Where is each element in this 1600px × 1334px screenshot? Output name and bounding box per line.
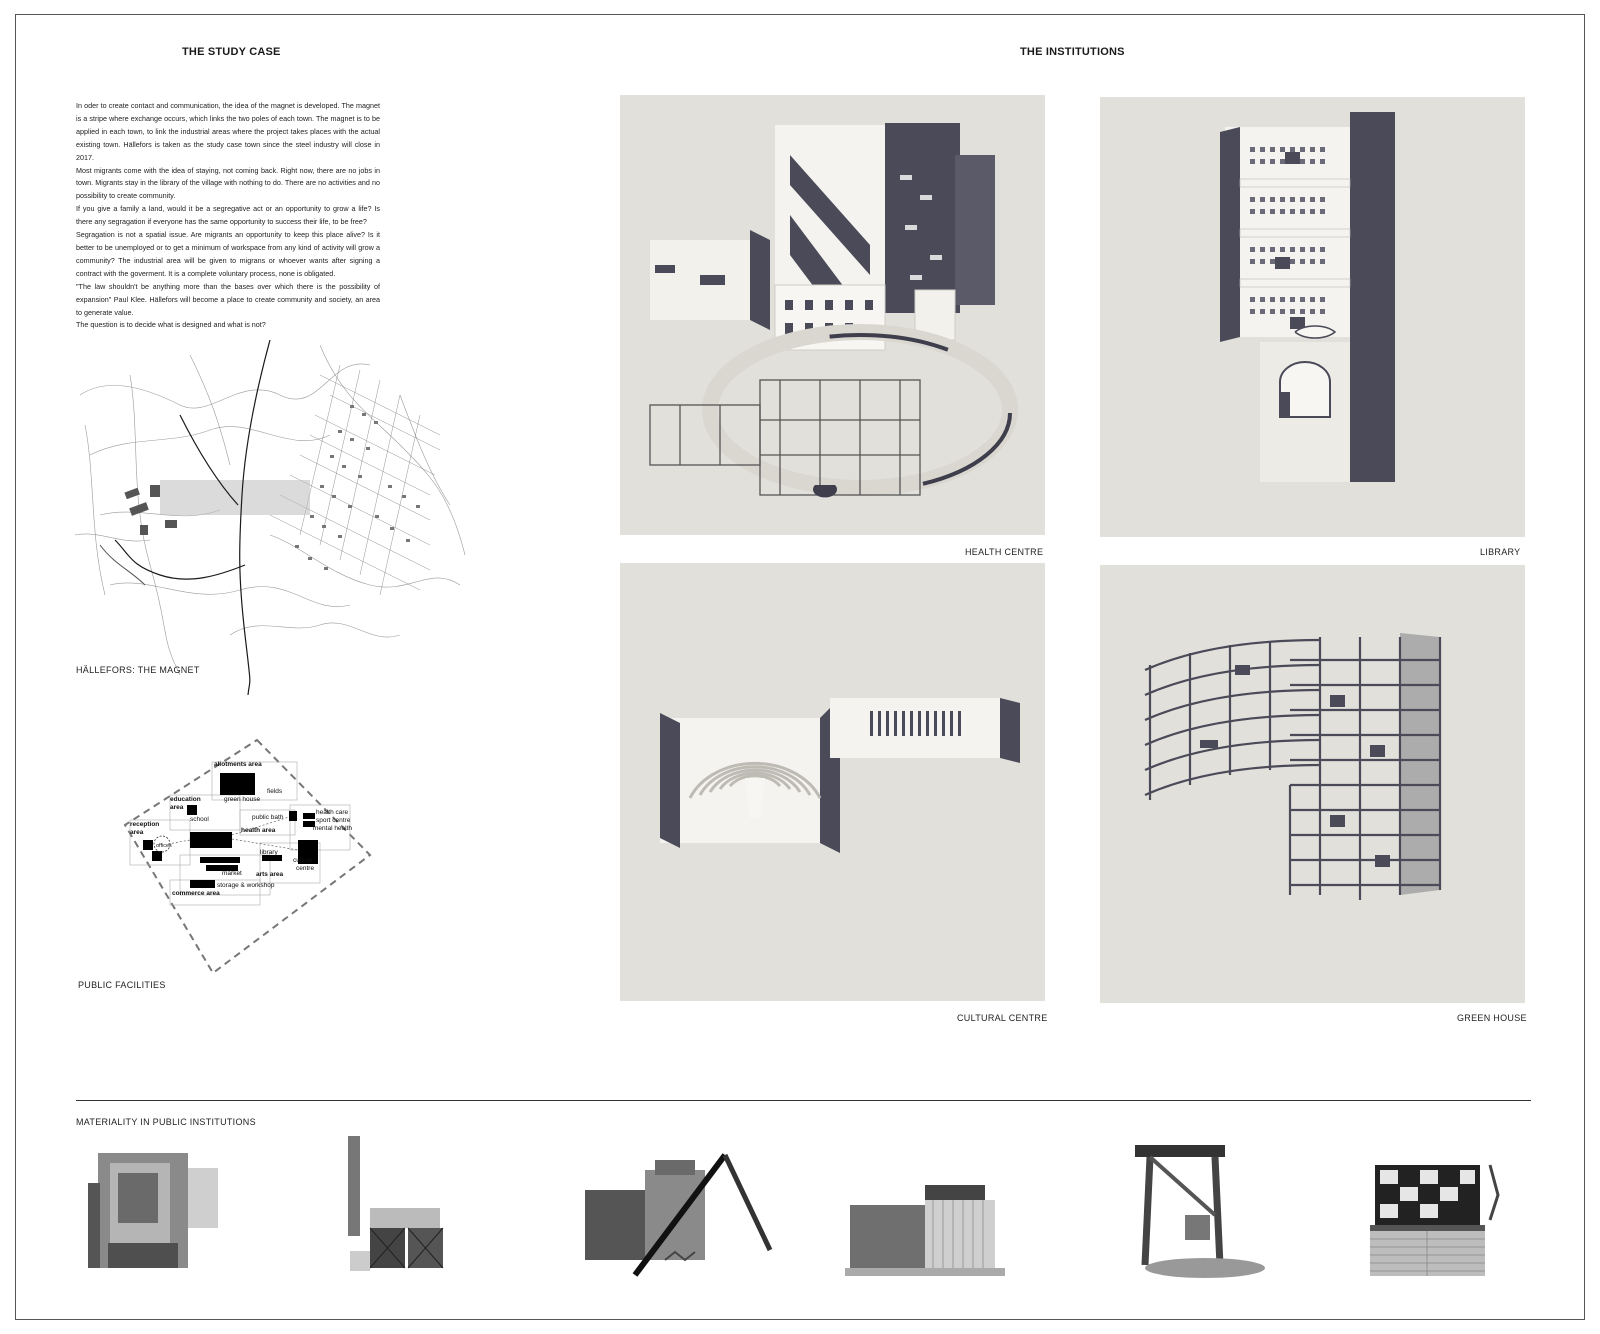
health-centre-caption: HEALTH CENTRE bbox=[965, 547, 1044, 557]
diagram-label: health area bbox=[241, 827, 276, 834]
map-caption: HÄLLEFORS: THE MAGNET bbox=[76, 665, 200, 675]
materiality-photo bbox=[1370, 1164, 1500, 1276]
diagram-label: area bbox=[130, 829, 144, 836]
materiality-photo bbox=[88, 1153, 218, 1268]
diagram-label: allotments area bbox=[214, 761, 262, 768]
diagram-label: education bbox=[170, 796, 201, 803]
diagram-label: mental health bbox=[313, 825, 352, 832]
intro-paragraph: In oder to create contact and communicat… bbox=[76, 101, 380, 162]
intro-text: In oder to create contact and communicat… bbox=[76, 100, 380, 332]
institutions-heading: THE INSTITUTIONS bbox=[1020, 46, 1125, 58]
diagram-label: library bbox=[260, 849, 278, 856]
diagram-label: health care bbox=[316, 809, 349, 816]
intro-paragraph: "The law shouldn't be anything more than… bbox=[76, 281, 380, 317]
cultural-centre-render bbox=[620, 563, 1045, 1001]
diagram-label: commerce area bbox=[172, 890, 220, 897]
intro-paragraph: Segragation is not a spatial issue. Are … bbox=[76, 230, 380, 278]
diagram-label: culture bbox=[293, 857, 313, 864]
diagram-label: offices bbox=[156, 843, 172, 849]
intro-paragraph: If you give a family a land, would it be… bbox=[76, 204, 380, 227]
library-caption: LIBRARY bbox=[1480, 547, 1521, 557]
health-centre-render bbox=[620, 95, 1045, 535]
materiality-photo bbox=[1135, 1145, 1265, 1278]
materiality-photo bbox=[348, 1136, 444, 1271]
intro-paragraph: Most migrants come with the idea of stay… bbox=[76, 165, 380, 201]
green-house-caption: GREEN HOUSE bbox=[1457, 1013, 1527, 1023]
diagram-caption: PUBLIC FACILITIES bbox=[78, 980, 166, 990]
diagram-label: centre bbox=[296, 865, 314, 872]
diagram-label: sport centre bbox=[316, 817, 351, 824]
library-render bbox=[1100, 97, 1525, 537]
diagram-label: fields bbox=[267, 788, 283, 795]
study-case-heading: THE STUDY CASE bbox=[182, 46, 281, 58]
magnet-stripe bbox=[160, 480, 310, 515]
diagram-label: storage & workshop bbox=[217, 882, 275, 889]
town-map bbox=[74, 339, 466, 696]
section-divider bbox=[76, 1100, 1531, 1101]
poster-frame bbox=[15, 14, 1585, 1320]
diagram-label: green house bbox=[224, 796, 261, 803]
diagram-label: market bbox=[222, 870, 242, 877]
materiality-heading: MATERIALITY IN PUBLIC INSTITUTIONS bbox=[76, 1117, 256, 1127]
diagram-label: school bbox=[190, 816, 209, 823]
diagram-label: reception bbox=[130, 821, 159, 828]
diagram-label: public bath bbox=[252, 814, 284, 821]
materiality-photo bbox=[845, 1185, 1005, 1276]
cultural-centre-caption: CULTURAL CENTRE bbox=[957, 1013, 1048, 1023]
green-house-render bbox=[1100, 565, 1525, 1003]
diagram-label: arts area bbox=[256, 871, 283, 878]
diagram-label: area bbox=[170, 804, 184, 811]
public-facilities-diagram: allotments area fields green house educa… bbox=[123, 738, 372, 975]
materiality-photo bbox=[585, 1153, 773, 1277]
intro-paragraph: The question is to decide what is design… bbox=[76, 320, 266, 330]
